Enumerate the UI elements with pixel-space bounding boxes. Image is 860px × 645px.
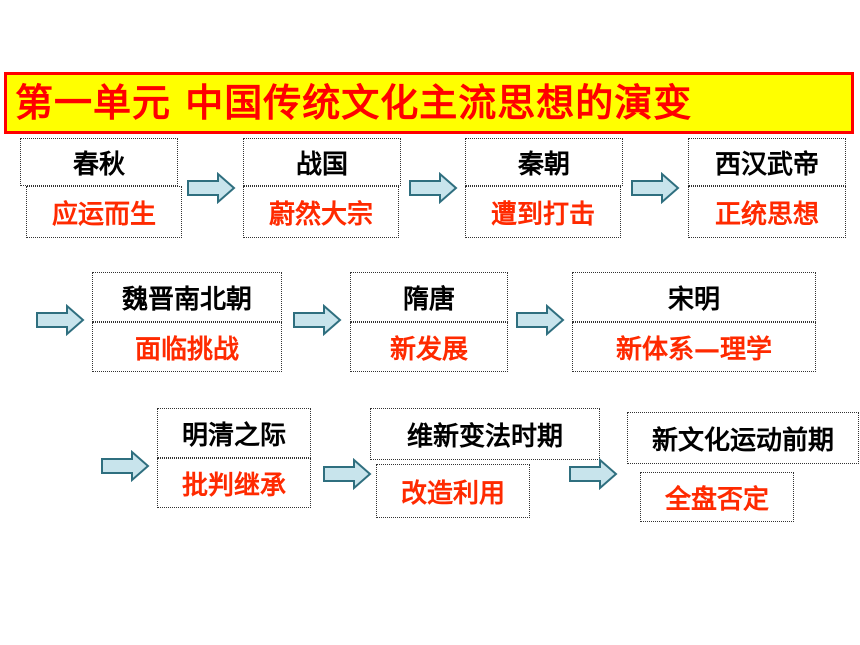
era-box-songming: 宋明 xyxy=(572,272,816,322)
arrow-icon xyxy=(631,172,680,204)
desc-box-zhanguo: 蔚然大宗 xyxy=(243,186,399,238)
era-box-qin: 秦朝 xyxy=(465,138,623,186)
desc-box-qin: 遭到打击 xyxy=(465,186,621,238)
desc-box-weixin: 改造利用 xyxy=(376,464,530,518)
era-box-chunqiu: 春秋 xyxy=(20,138,178,186)
arrow-icon xyxy=(323,458,372,490)
arrow-icon xyxy=(36,304,85,336)
arrow-icon xyxy=(409,172,458,204)
arrow-icon xyxy=(569,458,618,490)
era-box-weixin: 维新变法时期 xyxy=(370,408,600,460)
arrow-icon xyxy=(516,304,565,336)
page-title: 第一单元 中国传统文化主流思想的演变 xyxy=(4,72,854,134)
era-box-mingqing: 明清之际 xyxy=(157,408,311,458)
era-box-weijin: 魏晋南北朝 xyxy=(92,272,282,322)
arrow-icon xyxy=(293,304,342,336)
era-box-xihan-wudi: 西汉武帝 xyxy=(688,138,846,186)
desc-box-chunqiu: 应运而生 xyxy=(26,186,182,238)
era-box-suitang: 隋唐 xyxy=(350,272,508,322)
desc-box-weijin: 面临挑战 xyxy=(92,322,282,372)
era-box-xinwenhua: 新文化运动前期 xyxy=(627,412,859,464)
desc-box-xihan-wudi: 正统思想 xyxy=(688,186,846,238)
arrow-icon xyxy=(101,450,150,482)
arrow-icon xyxy=(187,172,236,204)
desc-box-xinwenhua: 全盘否定 xyxy=(640,472,794,522)
desc-box-suitang: 新发展 xyxy=(350,322,508,372)
desc-box-songming: 新体系—理学 xyxy=(572,322,816,372)
era-box-zhanguo: 战国 xyxy=(243,138,401,186)
desc-box-mingqing: 批判继承 xyxy=(157,458,311,508)
